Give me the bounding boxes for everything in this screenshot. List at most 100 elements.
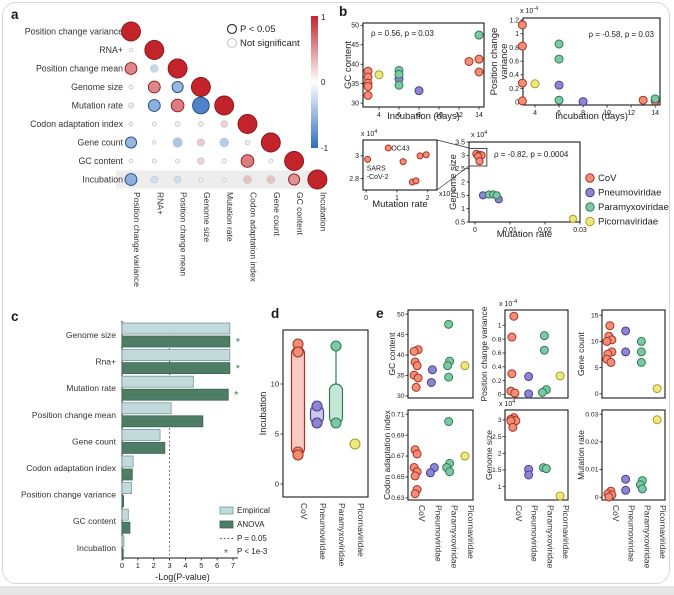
point-CoV bbox=[638, 95, 648, 105]
point-Picornaviridae bbox=[374, 70, 384, 80]
corr-dot bbox=[124, 173, 138, 186]
corr-dot bbox=[196, 138, 205, 147]
point-Paramyxoviridae bbox=[492, 191, 501, 200]
x-tick-label: 10 bbox=[435, 112, 443, 119]
y-tick-label: 50 bbox=[351, 23, 359, 30]
axis-multiplier: x 104 bbox=[499, 399, 515, 408]
y-axis-label: Gene count bbox=[576, 331, 586, 376]
zoom-box bbox=[468, 147, 488, 167]
legend-label: Empirical bbox=[237, 506, 270, 515]
point-CoV bbox=[409, 346, 419, 356]
highlight-band bbox=[116, 170, 321, 189]
y-tick-label: 0.03 bbox=[585, 411, 598, 418]
point-Paramyxoviridae bbox=[445, 467, 455, 477]
bar-category-label: Position change mean bbox=[32, 410, 116, 420]
point-Paramyxoviridae bbox=[330, 340, 342, 352]
corr-dot bbox=[221, 158, 227, 164]
x-axis-label: Incubation (days) bbox=[555, 111, 628, 122]
point-CoV bbox=[517, 96, 527, 106]
corr-dot bbox=[240, 154, 255, 168]
point-CoV bbox=[474, 67, 484, 77]
zoom-connector bbox=[436, 165, 470, 191]
point-Picornaviridae bbox=[349, 438, 361, 450]
corr-dot bbox=[151, 121, 157, 127]
point-Pneumoviridae bbox=[524, 372, 534, 382]
point-CoV bbox=[517, 41, 527, 51]
bar-category-label: Gene count bbox=[72, 436, 117, 446]
y-tick-label: 0.8 bbox=[509, 45, 519, 52]
x-tick-label: 6 bbox=[215, 561, 219, 570]
matrix-row-label: Position change variance bbox=[25, 27, 123, 37]
corr-dot bbox=[128, 84, 134, 90]
x-tick-label: 1 bbox=[395, 195, 399, 202]
y-tick-label: 0.02 bbox=[585, 439, 598, 446]
y-tick-label: 0.4 bbox=[492, 364, 502, 371]
corr-dot bbox=[173, 175, 182, 184]
point-Paramyxoviridae bbox=[650, 94, 660, 104]
point-Pneumoviridae bbox=[524, 470, 534, 480]
panel-b-label: b bbox=[339, 4, 347, 19]
y-tick-label: 0.71 bbox=[391, 411, 404, 418]
y-tick-label: 40 bbox=[351, 62, 359, 69]
corr-dot bbox=[174, 121, 181, 127]
bar-category-label: Genome size bbox=[66, 330, 116, 340]
panel-b-family-legend: CoVPneumoviridaeParamyxoviridaePicornavi… bbox=[585, 173, 669, 228]
point-CoV bbox=[412, 177, 420, 185]
box-CoV bbox=[290, 346, 306, 456]
y-tick-label: 0.4 bbox=[509, 72, 519, 79]
point-Paramyxoviridae bbox=[637, 484, 647, 494]
y-axis-label: Genome size bbox=[484, 430, 494, 480]
plot-box bbox=[601, 309, 666, 399]
point-Pneumoviridae bbox=[524, 389, 534, 399]
y-tick-label: 1.5 bbox=[492, 467, 502, 474]
point-CoV bbox=[475, 157, 484, 166]
colorbar-tick: 0 bbox=[321, 78, 326, 87]
point-CoV bbox=[508, 422, 518, 432]
bar-category-label: Codon adaptation index bbox=[26, 463, 117, 473]
plot-box bbox=[282, 329, 369, 498]
bar-anova bbox=[121, 388, 229, 401]
x-axis-label: Mutation rate bbox=[372, 199, 427, 210]
x-category-label: Pneumoviridae bbox=[433, 505, 443, 562]
point-CoV bbox=[413, 373, 423, 383]
x-tick-label: 4 bbox=[377, 112, 381, 119]
axis-multiplier: x 104 bbox=[471, 130, 487, 139]
bar-category-label: Incubation bbox=[77, 543, 116, 553]
corr-dot bbox=[124, 136, 137, 149]
point-annotation: SARS bbox=[367, 165, 386, 172]
corr-dot bbox=[307, 169, 328, 190]
y-tick-label: 10 bbox=[591, 339, 599, 346]
point-CoV bbox=[606, 357, 616, 367]
point-Pneumoviridae bbox=[578, 97, 588, 107]
matrix-col-label: Position change variance bbox=[132, 192, 142, 287]
legend-label: CoV bbox=[598, 173, 617, 184]
x-category-label: Picornaviridae bbox=[466, 505, 476, 559]
x-tick-label: 0 bbox=[364, 195, 368, 202]
y-tick-label: 0.01 bbox=[585, 467, 598, 474]
corr-dot bbox=[198, 121, 204, 127]
matrix-col-label: Position change mean bbox=[179, 192, 189, 276]
plot-box bbox=[504, 409, 569, 501]
bar-empirical bbox=[121, 535, 125, 548]
bar-anova bbox=[121, 415, 204, 428]
y-tick-label: 0.2 bbox=[509, 86, 519, 93]
legend-label: Picornaviridae bbox=[598, 217, 658, 228]
x-category-label: Paramyxoviridae bbox=[450, 505, 460, 569]
corr-dot bbox=[284, 151, 305, 171]
y-tick-label: 0 bbox=[275, 480, 279, 489]
colorbar-tick: 1 bbox=[321, 13, 326, 22]
point-CoV bbox=[605, 321, 615, 331]
corr-dot bbox=[150, 175, 159, 184]
x-tick-label: 5 bbox=[199, 561, 203, 570]
x-category-label: CoV bbox=[299, 503, 309, 520]
corr-dot bbox=[237, 114, 258, 134]
point-CoV bbox=[509, 311, 519, 321]
y-tick-label: 1 bbox=[498, 484, 502, 491]
x-tick-label: 2 bbox=[426, 195, 430, 202]
x-tick-label: 0 bbox=[473, 227, 477, 234]
matrix-row-label: Genome size bbox=[71, 82, 123, 92]
